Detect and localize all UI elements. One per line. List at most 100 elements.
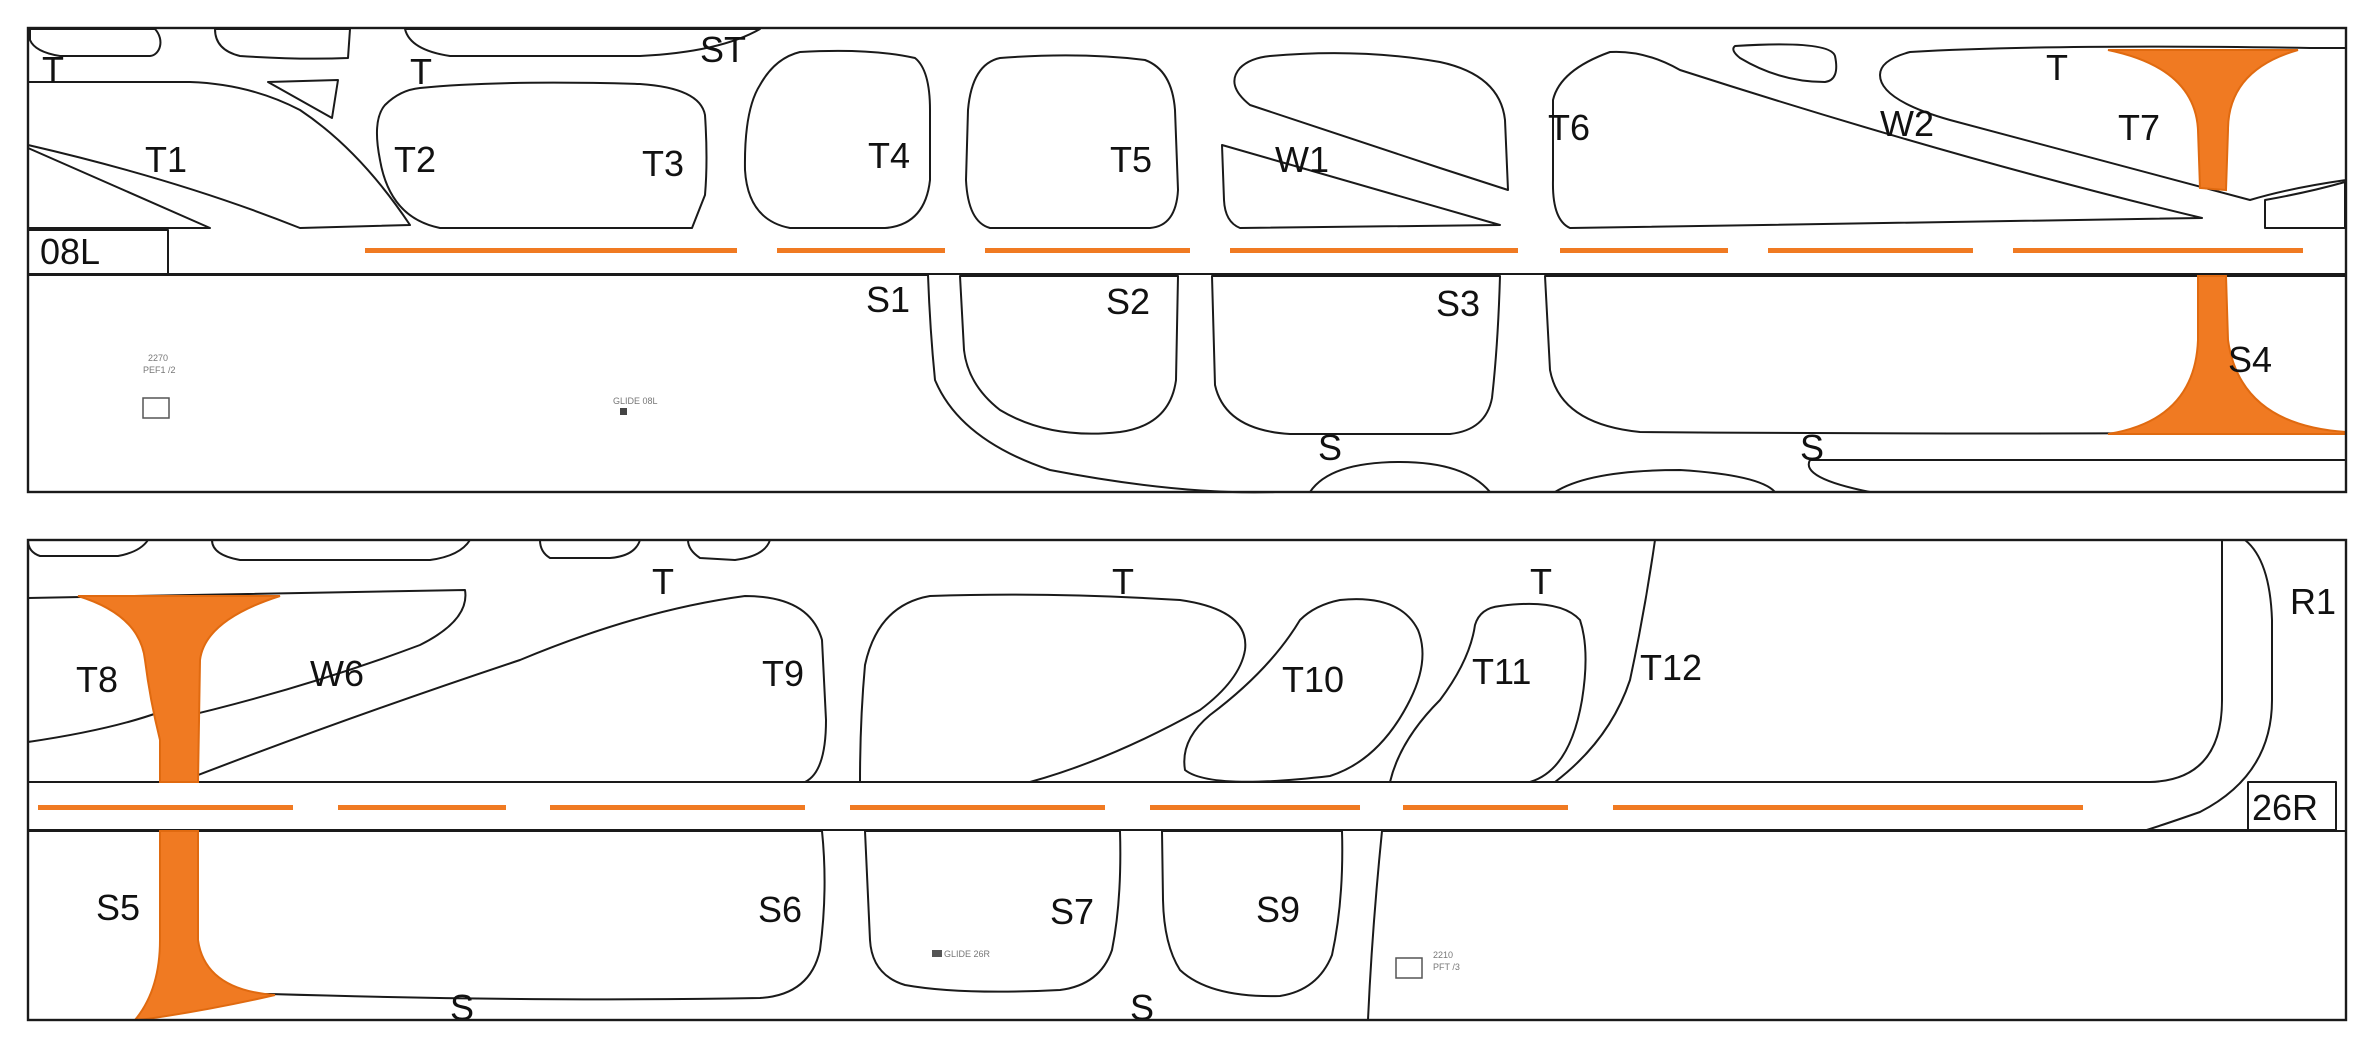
island-w1-upper (1233, 52, 1509, 191)
label-s-bottom-1: S (1318, 427, 1342, 468)
taxi-dash (338, 805, 506, 810)
label-s7: S7 (1050, 891, 1094, 932)
sign-right-text-2: PFT /3 (1433, 962, 1460, 972)
label-t11: T11 (1472, 651, 1531, 692)
island-t12 (1554, 539, 2223, 783)
label-t6: T6 (1548, 107, 1590, 148)
taxi-dash (985, 248, 1190, 253)
label-s9: S9 (1256, 889, 1300, 930)
sign-left-text-2: PEF1 /2 (143, 365, 176, 375)
label-s6: S6 (758, 889, 802, 930)
taxi-centerline-top (365, 248, 2303, 253)
bottom-panel-frame (26, 538, 2348, 1022)
glide-26r-text: GLIDE 26R (944, 949, 991, 959)
label-r1: R1 (2290, 581, 2336, 622)
top-edge-island-4 (1732, 43, 1838, 83)
island-t2-t3 (375, 81, 708, 229)
taxi-dash (850, 805, 1105, 810)
b-top-edge-island-2 (211, 539, 471, 561)
label-s5: S5 (96, 887, 140, 928)
label-t8: T8 (76, 659, 118, 700)
glide-26r-marker (932, 950, 942, 957)
sign-left-text-1: 2270 (148, 353, 168, 363)
taxi-dash (550, 805, 805, 810)
island-s2 (959, 275, 1179, 435)
small-triangle (267, 79, 339, 119)
island-t6-w2 (1551, 50, 2203, 229)
sign-marker-left (142, 397, 170, 419)
label-t-top-left: T (42, 49, 64, 90)
island-t11 (1389, 602, 1587, 783)
hotspot-s5 (132, 830, 276, 1021)
label-t9: T9 (762, 653, 804, 694)
b-top-edge-island-4 (687, 539, 771, 561)
label-t3: T3 (642, 143, 684, 184)
island-s5-s6 (27, 830, 826, 1021)
island-t4 (743, 49, 931, 229)
label-t1: T1 (145, 139, 187, 180)
taxi-dash (777, 248, 945, 253)
taxi-dash (1560, 248, 1728, 253)
island-left-upper (27, 81, 411, 229)
bottom-panel: GLIDE 26R 2210 PFT /3 T T T T8 W6 T9 T10… (26, 538, 2348, 1028)
top-edge-island-3 (404, 28, 761, 57)
island-bottom-s-2 (1554, 469, 1776, 493)
label-s1: S1 (866, 279, 910, 320)
hotspot-t7 (2107, 49, 2299, 192)
island-w1-lower (1221, 144, 1501, 229)
hotspot-t8 (77, 595, 281, 783)
taxi-dash (1230, 248, 1518, 253)
label-w6: W6 (310, 653, 364, 694)
label-t-bottom-2: T (1112, 561, 1134, 602)
island-center-t (859, 593, 1247, 783)
label-t-top-2: T (410, 51, 432, 92)
top-panel-frame (26, 26, 2348, 494)
top-edge-island-1 (29, 28, 162, 57)
taxi-dash (1150, 805, 1360, 810)
label-s-bottom-b1: S (450, 987, 474, 1028)
taxi-dash (1613, 805, 2083, 810)
label-runway-26r: 26R (2252, 787, 2318, 828)
top-panel: 2270 PEF1 /2 GLIDE 08L T T ST T T1 T2 T3… (26, 26, 2348, 494)
label-t2: T2 (394, 139, 436, 180)
label-t-bottom-1: T (652, 561, 674, 602)
label-s-bottom-b2: S (1130, 987, 1154, 1028)
label-st: ST (700, 29, 746, 70)
b-top-edge-island-3 (539, 539, 641, 559)
label-t-bottom-3: T (1530, 561, 1552, 602)
taxi-centerline-bottom (38, 805, 2083, 810)
sign-marker-right (1395, 957, 1423, 979)
label-t7: T7 (2118, 107, 2160, 148)
label-s2: S2 (1106, 281, 1150, 322)
glide-08l-marker (620, 408, 627, 415)
label-s-bottom-2: S (1800, 427, 1824, 468)
taxi-dash (365, 248, 737, 253)
island-s9 (1161, 830, 1344, 998)
glide-08l-text: GLIDE 08L (613, 396, 658, 406)
label-w1: W1 (1275, 139, 1329, 180)
taxi-dash (1768, 248, 1973, 253)
taxi-dash (2013, 248, 2303, 253)
island-bottom-s-3 (1807, 459, 2347, 493)
island-right-bottom (1367, 830, 2347, 1021)
island-t5 (965, 54, 1179, 229)
label-runway-08l: 08L (40, 231, 100, 272)
taxi-dash (1403, 805, 1568, 810)
island-s3 (1211, 275, 1501, 435)
label-t10: T10 (1282, 659, 1344, 700)
exit-r1-outer (2139, 539, 2273, 833)
label-t-top-right: T (2046, 47, 2068, 88)
island-w6-t9 (179, 595, 827, 783)
label-t12: T12 (1640, 647, 1702, 688)
label-t5: T5 (1110, 139, 1152, 180)
sign-right-text-1: 2210 (1433, 950, 1453, 960)
label-w2: W2 (1880, 103, 1934, 144)
label-t4: T4 (868, 135, 910, 176)
island-s7 (864, 830, 1122, 993)
label-s4: S4 (2228, 339, 2272, 380)
top-edge-island-2 (214, 28, 351, 60)
b-top-edge-island-1 (27, 539, 149, 557)
taxi-dash (38, 805, 293, 810)
island-bottom-s-1 (1309, 461, 1491, 493)
